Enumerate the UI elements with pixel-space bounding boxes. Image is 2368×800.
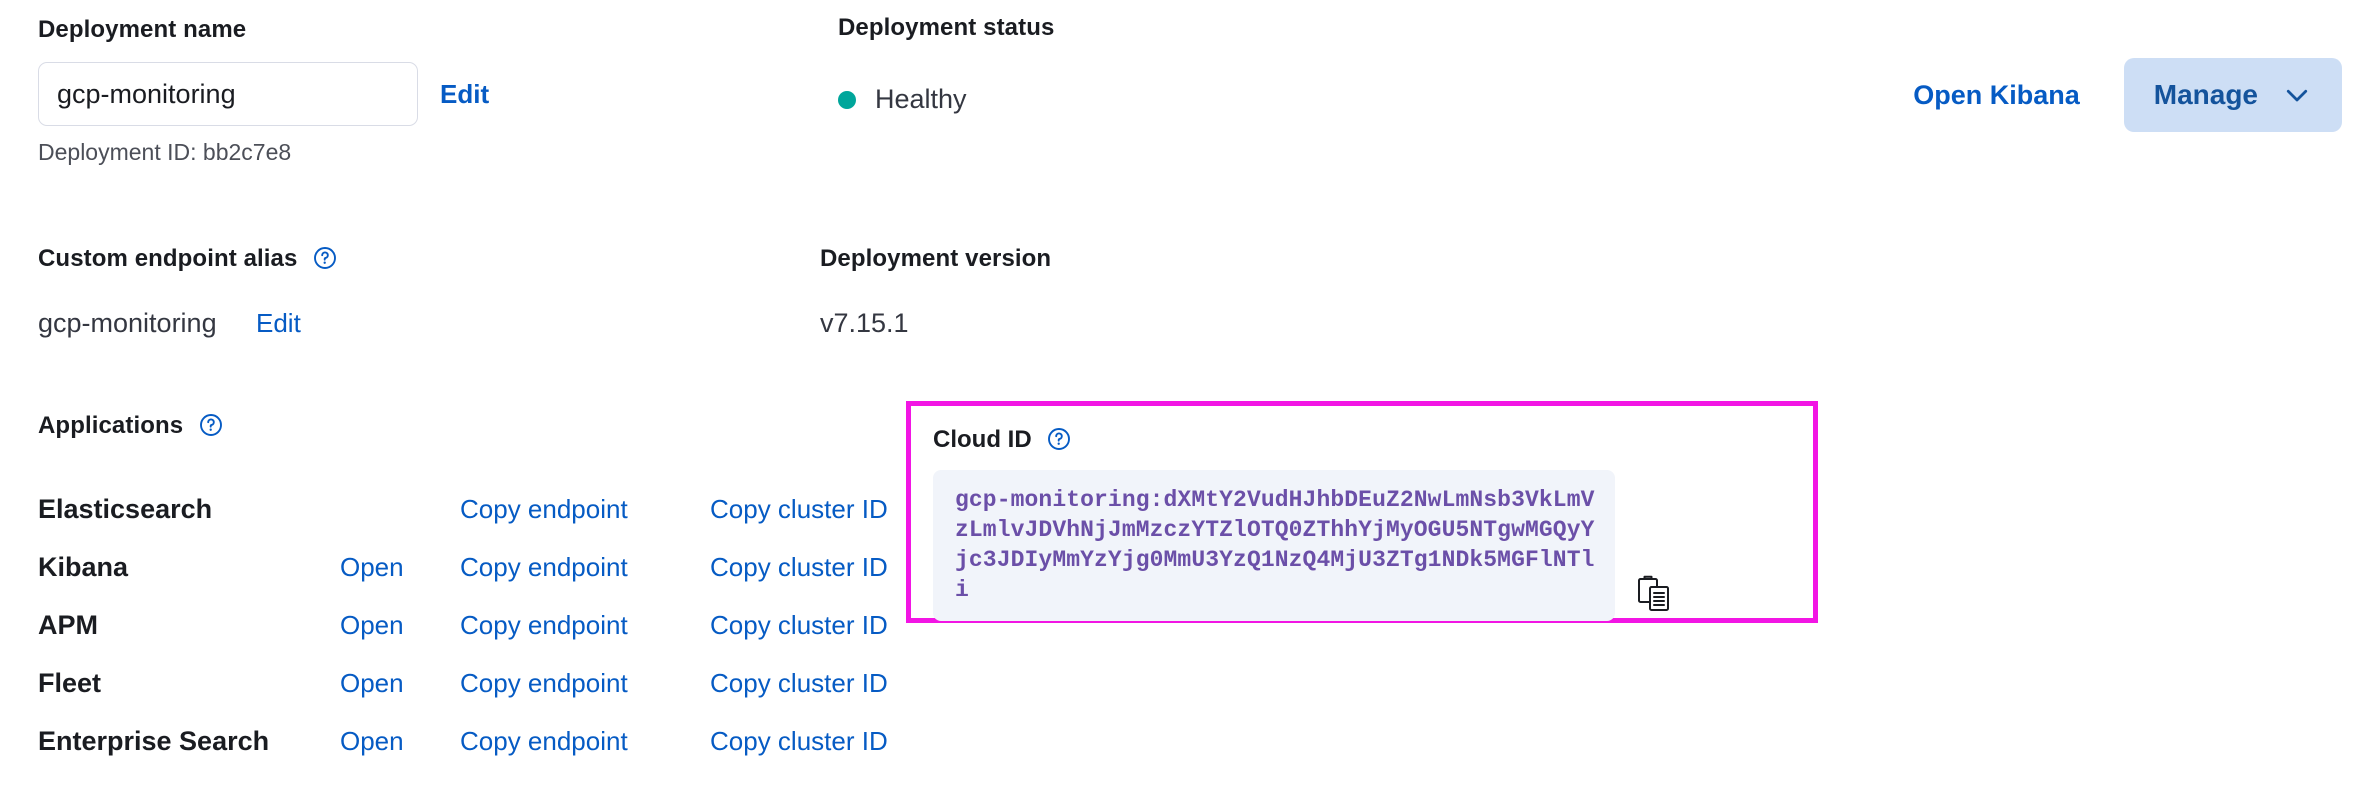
custom-endpoint-alias-label-text: Custom endpoint alias [38,245,298,272]
copy-endpoint-link[interactable]: Copy endpoint [460,725,628,756]
top-actions: Open Kibana Manage [1913,58,2342,132]
deployment-status-section: Deployment status Healthy [838,14,1054,115]
chevron-down-icon [2282,80,2312,110]
copy-cluster-id-link[interactable]: Copy cluster ID [710,725,888,756]
deployment-name-section: Deployment name Edit Deployment ID: bb2c… [38,16,489,166]
copy-cluster-id-cell: Copy cluster ID [710,712,920,770]
copy-cluster-id-cell: Copy cluster ID [710,480,920,538]
question-circle-icon[interactable] [199,413,223,437]
copy-cluster-id-link[interactable]: Copy cluster ID [710,551,888,582]
question-circle-icon[interactable] [1047,427,1071,451]
open-cell [340,480,460,538]
open-cell: Open [340,712,460,770]
deployment-name-label: Deployment name [38,16,247,43]
manage-button-label: Manage [2153,79,2258,110]
question-circle-icon[interactable] [313,246,337,270]
cloud-id-body: gcp-monitoring:dXMtY2VudHJhbDEuZ2NwLmNsb… [933,470,1789,621]
table-row: Elasticsearch Copy endpoint Copy cluster… [38,480,920,538]
custom-endpoint-alias-section: Custom endpoint alias gcp-monitoring Edi… [38,245,337,339]
applications-label: Applications [38,412,920,440]
open-cell: Open [340,596,460,654]
copy-cluster-id-link[interactable]: Copy cluster ID [710,609,888,640]
copy-endpoint-cell: Copy endpoint [460,538,710,596]
copy-cluster-id-cell: Copy cluster ID [710,538,920,596]
application-name: APM [38,609,98,640]
custom-endpoint-alias-value: gcp-monitoring [38,308,217,338]
copy-cluster-id-cell: Copy cluster ID [710,654,920,712]
status-dot-icon [838,90,856,109]
deployment-status-label: Deployment status [838,14,1055,41]
table-row: Enterprise Search Open Copy endpoint Cop… [38,712,920,770]
cloud-id-label: Cloud ID [933,426,1789,454]
open-cell: Open [340,654,460,712]
copy-endpoint-cell: Copy endpoint [460,654,710,712]
custom-endpoint-alias-row: gcp-monitoring Edit [38,308,337,339]
cloud-id-panel: Cloud ID gcp-monitoring:dXMtY2VudHJhbDEu… [906,401,1818,623]
cloud-id-value[interactable]: gcp-monitoring:dXMtY2VudHJhbDEuZ2NwLmNsb… [933,470,1615,621]
applications-label-text: Applications [38,412,184,439]
status-badge: Healthy [838,84,1054,115]
copy-cluster-id-cell: Copy cluster ID [710,596,920,654]
open-kibana-link[interactable]: Open Kibana [1913,79,2080,110]
deployment-name-row: Edit [38,62,489,126]
copy-endpoint-cell: Copy endpoint [460,712,710,770]
deployment-name-input[interactable] [38,62,418,126]
table-row: Fleet Open Copy endpoint Copy cluster ID [38,654,920,712]
deployment-status-value: Healthy [875,84,967,114]
deployment-version-label: Deployment version [820,245,1052,272]
edit-custom-endpoint-alias-link[interactable]: Edit [256,308,301,338]
open-cell: Open [340,538,460,596]
copy-cluster-id-link[interactable]: Copy cluster ID [710,493,888,524]
cloud-id-label-text: Cloud ID [933,426,1032,453]
table-row: APM Open Copy endpoint Copy cluster ID [38,596,920,654]
deployment-version-section: Deployment version v7.15.1 [820,245,1051,339]
copy-endpoint-link[interactable]: Copy endpoint [460,493,628,524]
open-link[interactable]: Open [340,609,404,640]
copy-cluster-id-link[interactable]: Copy cluster ID [710,667,888,698]
applications-table: Elasticsearch Copy endpoint Copy cluster… [38,480,920,770]
open-link[interactable]: Open [340,667,404,698]
open-link[interactable]: Open [340,551,404,582]
open-link[interactable]: Open [340,725,404,756]
applications-section: Applications Elasticsearch Copy endpoint… [38,412,920,770]
copy-endpoint-link[interactable]: Copy endpoint [460,551,628,582]
deployment-version-value: v7.15.1 [820,308,909,338]
copy-endpoint-link[interactable]: Copy endpoint [460,609,628,640]
application-name: Kibana [38,551,129,582]
table-row: Kibana Open Copy endpoint Copy cluster I… [38,538,920,596]
deployment-id-text: Deployment ID: bb2c7e8 [38,139,292,165]
copy-endpoint-link[interactable]: Copy endpoint [460,667,628,698]
copy-endpoint-cell: Copy endpoint [460,480,710,538]
application-name: Fleet [38,667,102,698]
custom-endpoint-alias-label: Custom endpoint alias [38,245,337,273]
copy-endpoint-cell: Copy endpoint [460,596,710,654]
application-name: Enterprise Search [38,725,270,756]
manage-button[interactable]: Manage [2123,58,2342,132]
clipboard-copy-icon[interactable] [1637,575,1671,613]
applications-table-body: Elasticsearch Copy endpoint Copy cluster… [38,480,920,770]
application-name: Elasticsearch [38,493,213,524]
edit-deployment-name-link[interactable]: Edit [440,78,490,109]
